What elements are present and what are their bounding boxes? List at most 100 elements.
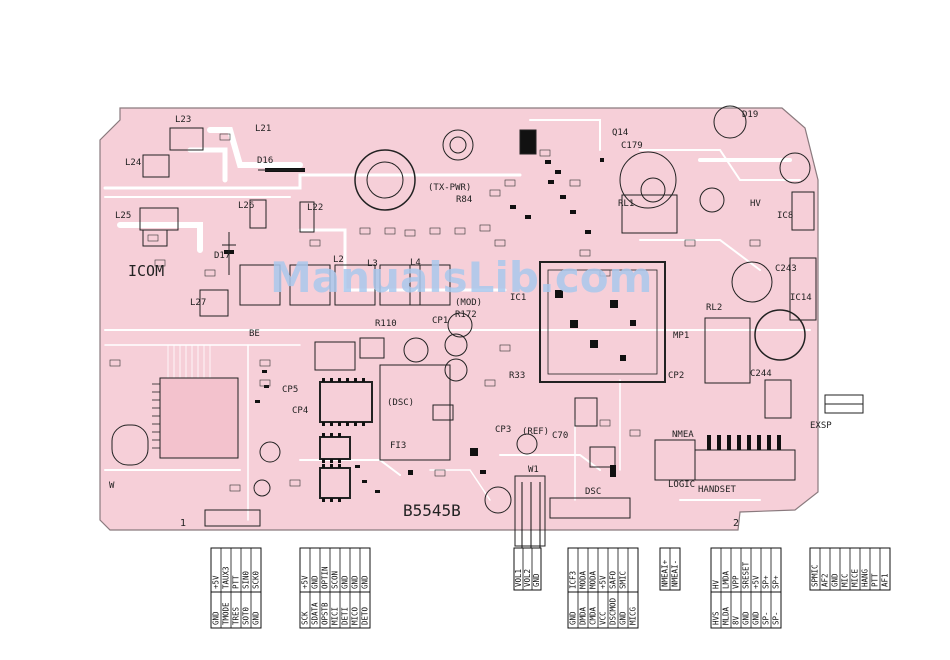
pin-label: SP- — [762, 611, 771, 625]
component-label-l3: L3 — [367, 259, 378, 269]
pin-label: GND — [569, 611, 578, 625]
pin-label: 8V — [732, 615, 741, 625]
component-label-ic1: IC1 — [510, 293, 526, 303]
component-label-r33: R33 — [509, 371, 525, 381]
pin-label: MICO — [351, 606, 360, 625]
board-corner-2: 2 — [733, 518, 739, 529]
component-label-exsp: EXSP — [810, 421, 832, 431]
copper-traces — [103, 119, 811, 521]
component-label-l21: L21 — [255, 124, 271, 134]
pin-label: +5V — [752, 575, 761, 589]
pin-label: DSCMOD — [609, 597, 618, 625]
component-label-r172: R172 — [455, 310, 477, 320]
pin-label: MICE — [851, 568, 860, 587]
pin-label: GND — [831, 573, 840, 587]
component-label-cp2: CP2 — [668, 371, 684, 381]
component-label-l4: L4 — [410, 258, 421, 268]
connector-leaders — [521, 482, 541, 548]
pin-label: HVS — [712, 611, 721, 625]
pin-label: NMEAI- — [671, 560, 680, 587]
component-label-c70: C70 — [552, 431, 568, 441]
ic-pads — [224, 158, 781, 502]
pin-label: SP- — [772, 611, 781, 625]
component-label-rl2: RL2 — [706, 303, 722, 313]
component-label-ic14: IC14 — [790, 293, 812, 303]
pin-label: SDATA — [311, 602, 320, 625]
fine-traces — [167, 345, 211, 380]
pin-label: GND — [752, 611, 761, 625]
pin-label: GND — [361, 575, 370, 589]
component-label-l25: L25 — [115, 211, 131, 221]
pin-label: ICF3 — [569, 571, 578, 589]
component-label-d17: D17 — [214, 251, 230, 261]
component-label-r84: R84 — [456, 195, 472, 205]
watermark-text: ManualsLib.com — [270, 253, 652, 302]
component-label-mod: (MOD) — [455, 298, 482, 308]
pin-label: MODA — [579, 570, 588, 589]
component-label-dsc: (DSC) — [387, 398, 414, 408]
component-label-c179: C179 — [621, 141, 643, 151]
pin-label: GND — [619, 611, 628, 625]
pin-label: GND — [341, 575, 350, 589]
component-label-c243: C243 — [775, 264, 797, 274]
component-label-ic8: IC8 — [777, 211, 793, 221]
pin-label: MODA — [589, 570, 598, 589]
pin-label: TAUX3 — [222, 566, 231, 589]
pin-label: SOT0 — [242, 606, 251, 625]
pin-label: SCK0 — [252, 570, 261, 589]
component-label-ref: (REF) — [522, 427, 549, 437]
pin-label: LMDA — [722, 570, 731, 589]
pin-label: SP+ — [762, 575, 771, 589]
pin-label: +5V — [212, 575, 221, 589]
pin-label: SCON — [331, 571, 340, 589]
pin-label: +5V — [599, 575, 608, 589]
pin-label: TMODE — [222, 602, 231, 625]
pin-label: TRES — [232, 606, 241, 625]
connector-frame — [210, 547, 262, 629]
pin-label: HV — [712, 579, 721, 589]
pin-label: OPTIN — [321, 566, 330, 589]
component-label-logic: LOGIC — [668, 480, 695, 490]
pin-label: GND — [742, 611, 751, 625]
component-label-l23: L23 — [175, 115, 191, 125]
component-label-cp3: CP3 — [495, 425, 511, 435]
pin-label: GND — [252, 611, 261, 625]
component-label-hv: HV — [750, 199, 761, 209]
pin-label: MICI — [331, 607, 340, 625]
component-label-cp4: CP4 — [292, 406, 308, 416]
connector-j5: NMEAI+NMEAI- — [659, 547, 681, 591]
side-label-w: W — [109, 481, 115, 491]
pin-label: GND — [311, 575, 320, 589]
pin-label: NMEAI+ — [661, 559, 670, 587]
brand-logo-text: ICOM — [128, 262, 164, 280]
board-corner-1: 1 — [180, 518, 186, 529]
connector-frame — [513, 547, 542, 591]
component-label-l2: L2 — [333, 255, 344, 265]
pin-label: GND — [351, 575, 360, 589]
component-label-d19: D19 — [742, 110, 758, 120]
pin-label: DETO — [361, 606, 370, 625]
smd-parts — [109, 133, 761, 492]
pin-label: +5V — [301, 575, 310, 589]
component-label-l24: L24 — [125, 158, 141, 168]
component-label-txpwr: (TX-PWR) — [428, 183, 471, 193]
component-label-c244: C244 — [750, 369, 772, 379]
component-label-l26: L26 — [238, 201, 254, 211]
pin-label: SP+ — [772, 575, 781, 589]
pin-label: PTT — [871, 573, 880, 587]
pin-label: VOL2 — [523, 569, 532, 587]
component-label-dsc: DSC — [585, 487, 601, 497]
pin-label: SCK — [301, 611, 310, 625]
component-label-mp1: MP1 — [673, 331, 689, 341]
pin-label: SRESET — [742, 561, 751, 589]
pin-label: PTT — [232, 575, 241, 589]
component-label-cp5: CP5 — [282, 385, 298, 395]
pcb-board-outline — [99, 107, 819, 531]
pin-label: HANG — [861, 568, 870, 587]
pin-label: SPMIC — [811, 564, 820, 587]
